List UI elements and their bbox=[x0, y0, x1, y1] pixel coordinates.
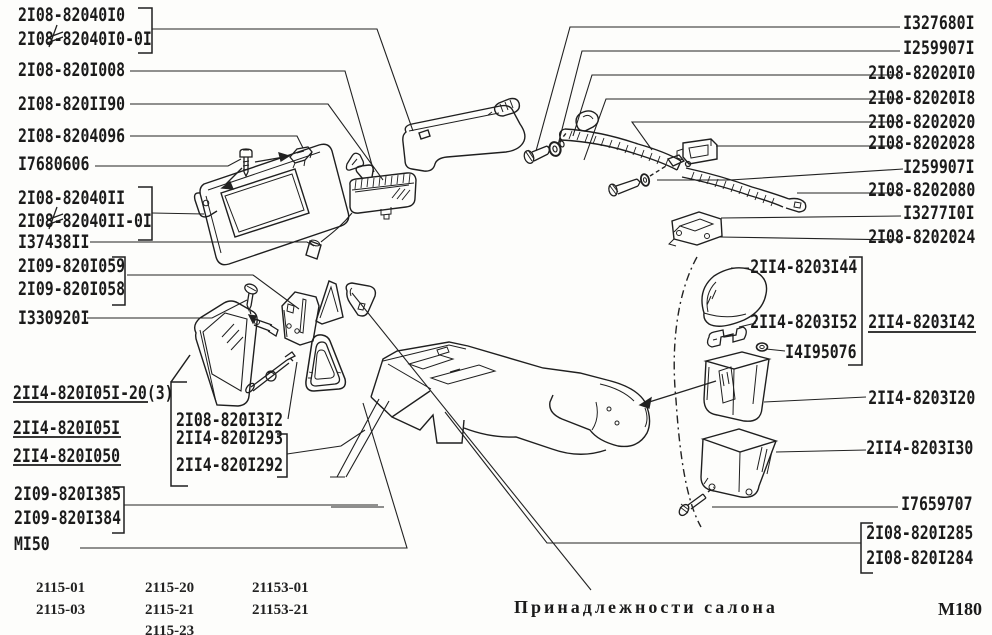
part-number-label: I37438II bbox=[18, 231, 90, 253]
mirror-bracket-cover bbox=[345, 152, 365, 171]
label-underlines bbox=[13, 331, 976, 466]
mirror-adjust-rod bbox=[245, 351, 296, 394]
part-number-label: 2II4-820I05I-20(3) bbox=[13, 382, 174, 404]
variant-column: 2115-01 2115-03 bbox=[36, 578, 85, 621]
variant-code: 2115-01 bbox=[36, 580, 86, 596]
part-number-label: 2I09-820I385 bbox=[14, 483, 122, 505]
part-number-label: 2II4-8203I44 bbox=[749, 256, 857, 278]
part-number-label: 2I08-82020I0 bbox=[867, 62, 975, 84]
variant-code: 2115-20 bbox=[145, 580, 195, 596]
variant-column: 2115-20 2115-21 2115-23 bbox=[145, 578, 194, 635]
visor-clip bbox=[289, 146, 313, 169]
part-number-label: 2II4-820I05I bbox=[13, 417, 121, 439]
part-number-label: 2I08-820I284 bbox=[865, 547, 973, 569]
part-number-label: I259907I bbox=[903, 156, 975, 178]
part-number-label: 2I08-82040I0-0I bbox=[18, 28, 152, 50]
door-pull-cap bbox=[345, 282, 377, 317]
part-number-label: МI50 bbox=[14, 533, 50, 555]
rearview-mirror bbox=[349, 164, 417, 220]
part-number-label: 2I08-8202028 bbox=[867, 132, 975, 154]
handle-bolt bbox=[608, 178, 641, 197]
part-number-label: 2II4-820I292 bbox=[176, 454, 284, 476]
variant-code: 2115-23 bbox=[145, 623, 195, 635]
armrest-lower-bracket bbox=[700, 428, 779, 498]
part-number-label: I330920I bbox=[18, 307, 90, 329]
variant-code: 21153-21 bbox=[252, 601, 309, 618]
part-number-label: 2I08-8202024 bbox=[867, 226, 975, 248]
part-number-label: 2I08-8202080 bbox=[867, 179, 975, 201]
visor-screw bbox=[239, 148, 253, 178]
mirror-gasket bbox=[305, 334, 347, 392]
handle-nut bbox=[639, 173, 651, 187]
page-caption: Принадлежности салона bbox=[514, 597, 778, 617]
part-number-label: 2I09-820I058 bbox=[18, 278, 126, 300]
armrest-bolt bbox=[678, 493, 707, 517]
door-mirror-stem bbox=[251, 317, 279, 337]
part-number-label: 2I08-82040II bbox=[18, 187, 126, 209]
variant-code: 21153-01 bbox=[252, 580, 309, 596]
part-number-label: 2I08-820I285 bbox=[865, 522, 973, 544]
armrest-tray bbox=[703, 351, 772, 422]
part-number-label: 2I08-820I008 bbox=[18, 59, 126, 81]
part-number-label: 2II4-8203I20 bbox=[867, 387, 975, 409]
part-number-label: 2I08-82040II-0I bbox=[18, 210, 152, 232]
part-number-label: 2II4-8203I42 bbox=[867, 311, 975, 333]
sun-visor-right bbox=[402, 97, 526, 172]
handle-joint-clip bbox=[666, 154, 692, 168]
part-number-label: I3277I0I bbox=[903, 202, 975, 224]
armrest-washer bbox=[755, 342, 769, 352]
part-number-label: 2I09-820I384 bbox=[14, 507, 122, 529]
part-number-label: I259907I bbox=[903, 37, 975, 59]
visor-rod-nut bbox=[548, 140, 565, 157]
part-number-label: 2II4-820I050 bbox=[13, 445, 121, 467]
part-number-label: I7659707 bbox=[901, 493, 973, 515]
part-number-label: 2I08-82020I8 bbox=[867, 87, 975, 109]
part-number-label: I327680I bbox=[903, 12, 975, 34]
armrest-hinge bbox=[706, 326, 747, 348]
armrest-pad bbox=[701, 267, 768, 327]
callout-brackets bbox=[112, 7, 873, 574]
door-mirror bbox=[193, 300, 258, 407]
part-number-label: 2I09-820I059 bbox=[18, 255, 126, 277]
part-number-label: 2I08-8202020 bbox=[867, 111, 975, 133]
mirror-mounting-plate bbox=[281, 291, 320, 346]
part-number-label: 2I08-82040I0 bbox=[18, 4, 126, 26]
corner-trim-triangle bbox=[315, 280, 344, 325]
centre-console bbox=[330, 341, 651, 508]
grab-handle-front-rail bbox=[558, 110, 682, 171]
part-number-label: 2II4-820I293 bbox=[176, 427, 284, 449]
part-number-label: 2II4-8203I30 bbox=[865, 437, 973, 459]
part-number-label: I7680606 bbox=[18, 153, 90, 175]
leader-lines bbox=[80, 26, 904, 591]
handle-bracket-block bbox=[676, 138, 718, 165]
correction-marks bbox=[46, 24, 64, 230]
handle-clamp-bracket bbox=[668, 211, 723, 247]
part-number-label: 2I08-820I3I2 bbox=[176, 409, 284, 431]
assembly-axis-line bbox=[558, 131, 715, 528]
pointer-arrows bbox=[220, 152, 717, 409]
variant-code: 2115-03 bbox=[36, 601, 86, 618]
part-number-label: I4I95076 bbox=[785, 341, 857, 363]
variant-code: 2115-21 bbox=[145, 601, 195, 618]
visor-rod-screw bbox=[523, 145, 551, 164]
part-number-label: 2I08-820II90 bbox=[18, 93, 126, 115]
variant-column: 21153-01 21153-21 bbox=[252, 578, 309, 621]
grab-handle-rear-rail bbox=[681, 167, 807, 213]
door-mirror-screw bbox=[244, 283, 258, 312]
part-number-label: 2II4-8203I52 bbox=[749, 311, 857, 333]
sun-visor-left bbox=[193, 143, 353, 266]
part-number-label: 2I08-8204096 bbox=[18, 125, 126, 147]
sheet-code: М180 bbox=[938, 599, 982, 619]
